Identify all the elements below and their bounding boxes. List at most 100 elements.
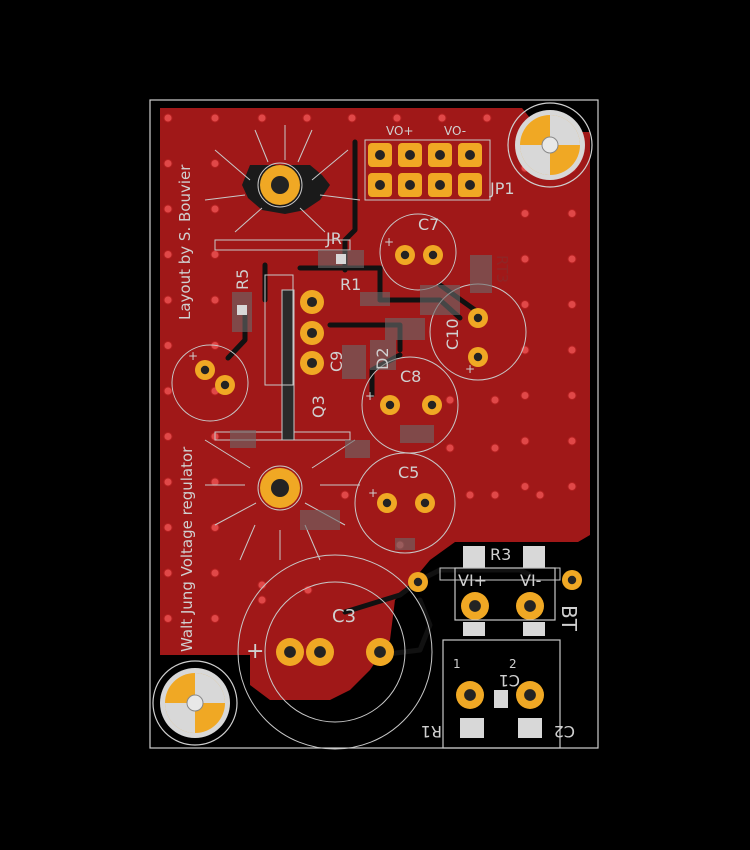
through-hole-pad bbox=[461, 592, 489, 620]
via bbox=[163, 295, 173, 305]
through-hole-pad bbox=[468, 347, 488, 367]
label-plus-c3: + bbox=[246, 639, 264, 664]
cap-c7-outline bbox=[379, 213, 457, 291]
label-vi-minus: VI- bbox=[520, 571, 541, 590]
label-credit: Layout by S. Bouvier bbox=[176, 164, 194, 320]
mounting-hole-top-right bbox=[507, 102, 593, 188]
through-hole-pad bbox=[380, 395, 400, 415]
label-c9: C9 bbox=[327, 351, 346, 372]
via bbox=[482, 113, 492, 123]
via bbox=[163, 159, 173, 168]
via bbox=[490, 395, 500, 405]
via bbox=[567, 345, 577, 355]
label-c7: C7 bbox=[418, 215, 439, 234]
through-hole-pad bbox=[422, 395, 442, 415]
via bbox=[210, 523, 220, 532]
via bbox=[163, 113, 173, 123]
heatsink-screw-top bbox=[260, 165, 300, 205]
via bbox=[567, 300, 577, 309]
through-hole-pad bbox=[562, 570, 582, 590]
via bbox=[163, 250, 173, 259]
th-pads bbox=[195, 245, 582, 709]
via bbox=[347, 113, 357, 123]
through-hole-pad bbox=[516, 592, 544, 620]
heatsink-screw-bottom bbox=[260, 468, 300, 508]
label-jr: JR bbox=[325, 229, 342, 248]
via bbox=[163, 341, 173, 350]
jp1-pin bbox=[428, 173, 452, 197]
through-hole-pad bbox=[366, 638, 394, 666]
through-hole-pad bbox=[300, 290, 324, 314]
label-c10: C10 bbox=[443, 318, 462, 350]
via bbox=[567, 254, 577, 264]
via bbox=[567, 482, 577, 491]
label-bt: BT bbox=[557, 605, 581, 632]
label-rt3: RT3 bbox=[493, 255, 511, 283]
label-r1: R1 bbox=[340, 275, 361, 294]
cap-c9-outline bbox=[171, 344, 249, 422]
regulator-outline bbox=[264, 274, 295, 441]
via bbox=[445, 395, 455, 405]
label-vo-plus: VO+ bbox=[386, 124, 414, 138]
cap-c3-outline bbox=[237, 554, 433, 750]
label-title: Walt Jung Voltage regulator bbox=[178, 446, 196, 652]
via bbox=[163, 386, 173, 396]
through-hole-pad bbox=[415, 493, 435, 513]
via bbox=[520, 300, 530, 309]
through-hole-pad bbox=[300, 321, 324, 345]
jp1-pin bbox=[458, 143, 482, 167]
via bbox=[567, 209, 577, 218]
label-c2: C2 bbox=[554, 722, 575, 741]
label-jp1: JP1 bbox=[489, 179, 515, 198]
through-hole-pad bbox=[195, 360, 215, 380]
via bbox=[520, 209, 530, 218]
label-vi-plus: VI+ bbox=[458, 571, 487, 590]
via bbox=[210, 250, 220, 259]
label-r3: R3 bbox=[490, 545, 511, 564]
through-hole-pad bbox=[300, 351, 324, 375]
jp1-pin bbox=[398, 173, 422, 197]
cap-c5-outline bbox=[354, 452, 456, 554]
through-hole-pad bbox=[395, 245, 415, 265]
r3-bt-footprint bbox=[439, 546, 561, 636]
via bbox=[210, 568, 220, 578]
jp1-pin bbox=[368, 143, 392, 167]
via bbox=[535, 490, 545, 500]
jp1-header bbox=[364, 139, 491, 201]
jp1-pin bbox=[398, 143, 422, 167]
through-hole-pad bbox=[276, 638, 304, 666]
via bbox=[163, 432, 173, 441]
mounting-hole-bottom-left bbox=[152, 660, 238, 746]
label-pin2: 2 bbox=[509, 657, 517, 671]
via bbox=[257, 113, 267, 123]
label-c8: C8 bbox=[400, 367, 421, 386]
via bbox=[163, 204, 173, 214]
c1-footprint bbox=[442, 639, 561, 749]
label-r5: R5 bbox=[233, 269, 252, 290]
label-c1: C1 bbox=[499, 671, 520, 690]
via bbox=[163, 614, 173, 623]
label-q3: Q3 bbox=[309, 395, 328, 418]
via bbox=[210, 113, 220, 123]
label-plus-c8: + bbox=[365, 389, 375, 403]
via bbox=[163, 568, 173, 578]
via bbox=[210, 159, 220, 168]
label-plus-c5: + bbox=[368, 486, 378, 500]
jp1-pin bbox=[368, 173, 392, 197]
via bbox=[302, 113, 312, 123]
jp1-pin bbox=[458, 173, 482, 197]
via bbox=[392, 113, 402, 123]
board-outline bbox=[149, 99, 599, 749]
label-c3: C3 bbox=[332, 606, 356, 627]
label-plus-c9: + bbox=[188, 349, 198, 363]
via bbox=[210, 295, 220, 305]
via bbox=[340, 490, 350, 500]
through-hole-pad bbox=[423, 245, 443, 265]
through-hole-pad bbox=[306, 638, 334, 666]
through-hole-pad bbox=[408, 572, 428, 592]
via bbox=[210, 204, 220, 214]
smd-footprints bbox=[230, 250, 492, 550]
via bbox=[520, 254, 530, 264]
through-hole-pad bbox=[215, 375, 235, 395]
